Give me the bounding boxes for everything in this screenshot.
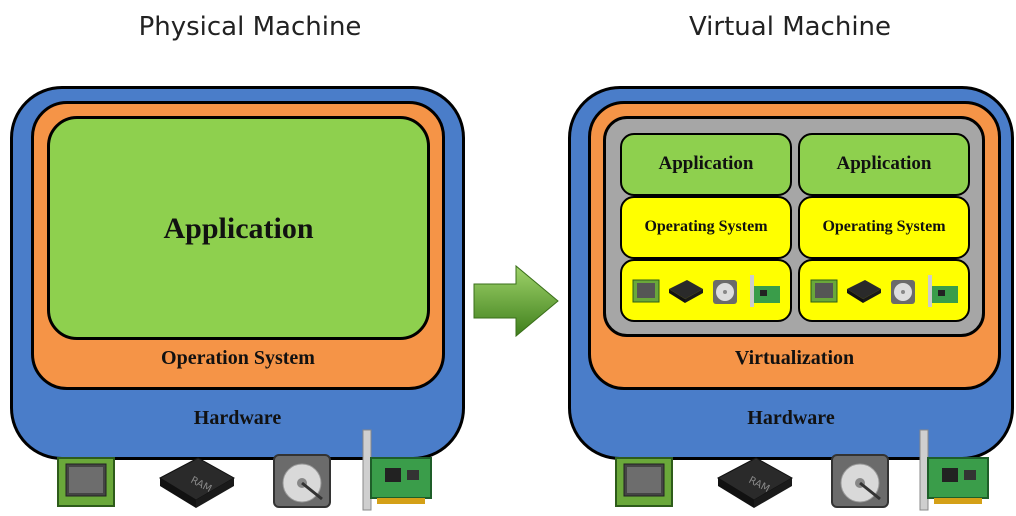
virtual-machine-title: Virtual Machine <box>688 12 892 42</box>
physical-machine-title: Physical Machine <box>138 12 362 42</box>
vm1-application-cell: Application <box>620 133 792 196</box>
vm2-os-cell: Operating System <box>798 196 970 259</box>
physical-application-layer <box>47 116 430 340</box>
network-card-icon <box>750 275 780 307</box>
cpu-icon <box>57 457 115 507</box>
network-card-icon <box>362 429 432 511</box>
hard-drive-icon <box>273 454 331 508</box>
ram-chip-icon <box>847 280 881 303</box>
vm1-application-label: Application <box>658 153 754 174</box>
vm1-os-cell: Operating System <box>620 196 792 259</box>
vm1-os-label: Operating System <box>644 218 768 235</box>
ram-chip-icon: RAM <box>716 457 794 508</box>
network-card-icon <box>919 429 989 511</box>
vm2-application-label: Application <box>836 153 932 174</box>
hard-drive-icon <box>713 280 737 304</box>
network-card-icon <box>928 275 958 307</box>
transition-arrow-icon <box>473 264 559 338</box>
vm2-os-label: Operating System <box>822 218 946 235</box>
vm1-hardware-cell <box>620 259 792 322</box>
physical-hardware-label: Hardware <box>193 407 282 429</box>
physical-os-label: Operation System <box>161 347 315 369</box>
hard-drive-icon <box>891 280 915 304</box>
virtualization-label: Virtualization <box>734 347 855 369</box>
vm2-hardware-cell <box>798 259 970 322</box>
cpu-icon <box>632 279 660 303</box>
cpu-icon <box>615 457 673 507</box>
vm2-application-cell: Application <box>798 133 970 196</box>
ram-chip-icon <box>669 280 703 303</box>
physical-application-label: Application <box>163 212 314 245</box>
virtual-hardware-label: Hardware <box>747 407 835 429</box>
cpu-icon <box>810 279 838 303</box>
hard-drive-icon <box>831 454 889 508</box>
ram-chip-icon: RAM <box>158 457 236 508</box>
